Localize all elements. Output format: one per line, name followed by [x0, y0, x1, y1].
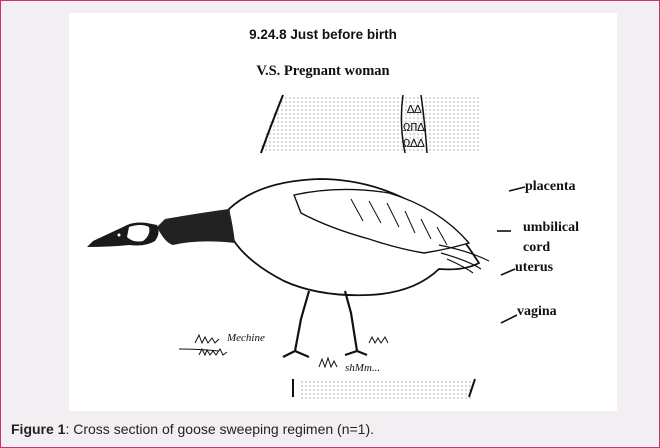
caption-text: : Cross section of goose sweeping regime… [65, 421, 374, 437]
svg-text:ΩΠΔ: ΩΠΔ [403, 121, 425, 135]
svg-text:ΩΔΔ: ΩΔΔ [403, 137, 425, 151]
label-umbilical: umbilical [523, 219, 579, 237]
caption-prefix: Figure 1 [11, 421, 65, 437]
top-uterus-fragment: ΔΔ ΩΠΔ ΩΔΔ [259, 95, 479, 153]
grass-scribble-1: Mechine [226, 332, 265, 344]
bottom-uterus-fragment [293, 379, 475, 399]
svg-text:ΔΔ: ΔΔ [407, 103, 422, 117]
goose-body [87, 179, 489, 357]
label-placenta: placenta [525, 178, 576, 196]
figure-image: 9.24.8 Just before birth V.S. Pregnant w… [69, 13, 617, 411]
grass-scribble-2: shMm... [345, 362, 380, 374]
goose-illustration: ΔΔ ΩΠΔ ΩΔΔ [69, 13, 617, 411]
label-uterus: uterus [515, 259, 553, 277]
figure-caption: Figure 1: Cross section of goose sweepin… [11, 421, 374, 437]
label-vagina: vagina [517, 303, 557, 321]
label-cord: cord [523, 239, 550, 257]
